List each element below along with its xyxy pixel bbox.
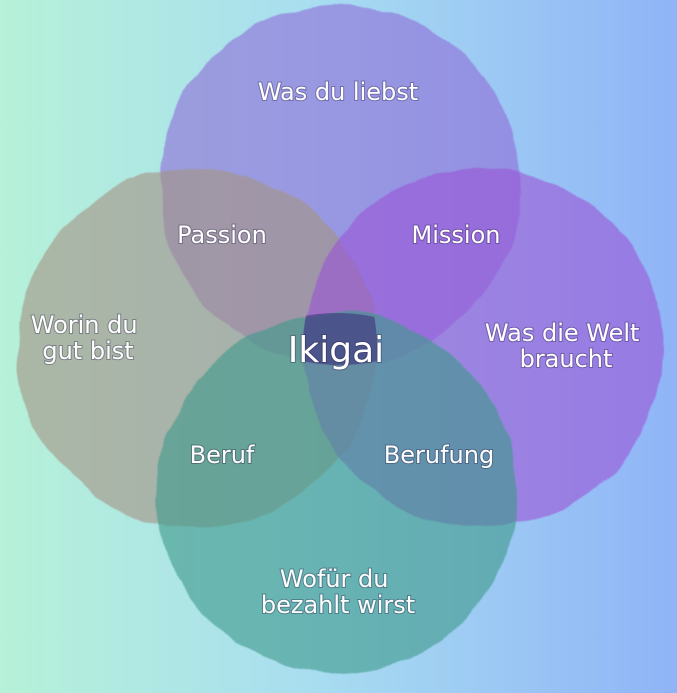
label-wofuer-du-bezahlt-wirst-line2: bezahlt wirst <box>261 591 415 619</box>
label-beruf: Beruf <box>190 441 255 469</box>
label-passion: Passion <box>177 221 267 249</box>
circle-wofuer-du-bezahlt-wirst <box>157 313 517 673</box>
label-was-die-welt-braucht: Was die Welt braucht <box>485 319 647 373</box>
label-worin-du-gut-bist: Worin du gut bist <box>31 311 145 365</box>
label-wofuer-du-bezahlt-wirst: Wofür du bezahlt wirst <box>261 565 415 619</box>
label-wofuer-du-bezahlt-wirst-line1: Wofür du <box>280 565 389 593</box>
label-worin-du-gut-bist-line2: gut bist <box>42 337 133 365</box>
label-was-du-liebst: Was du liebst <box>258 78 418 106</box>
label-worin-du-gut-bist-line1: Worin du <box>31 311 138 339</box>
label-ikigai: Ikigai <box>288 330 384 371</box>
label-was-die-welt-braucht-line2: braucht <box>520 345 613 373</box>
label-was-die-welt-braucht-line1: Was die Welt <box>485 319 640 347</box>
label-berufung: Berufung <box>384 441 494 469</box>
label-mission: Mission <box>412 221 501 249</box>
